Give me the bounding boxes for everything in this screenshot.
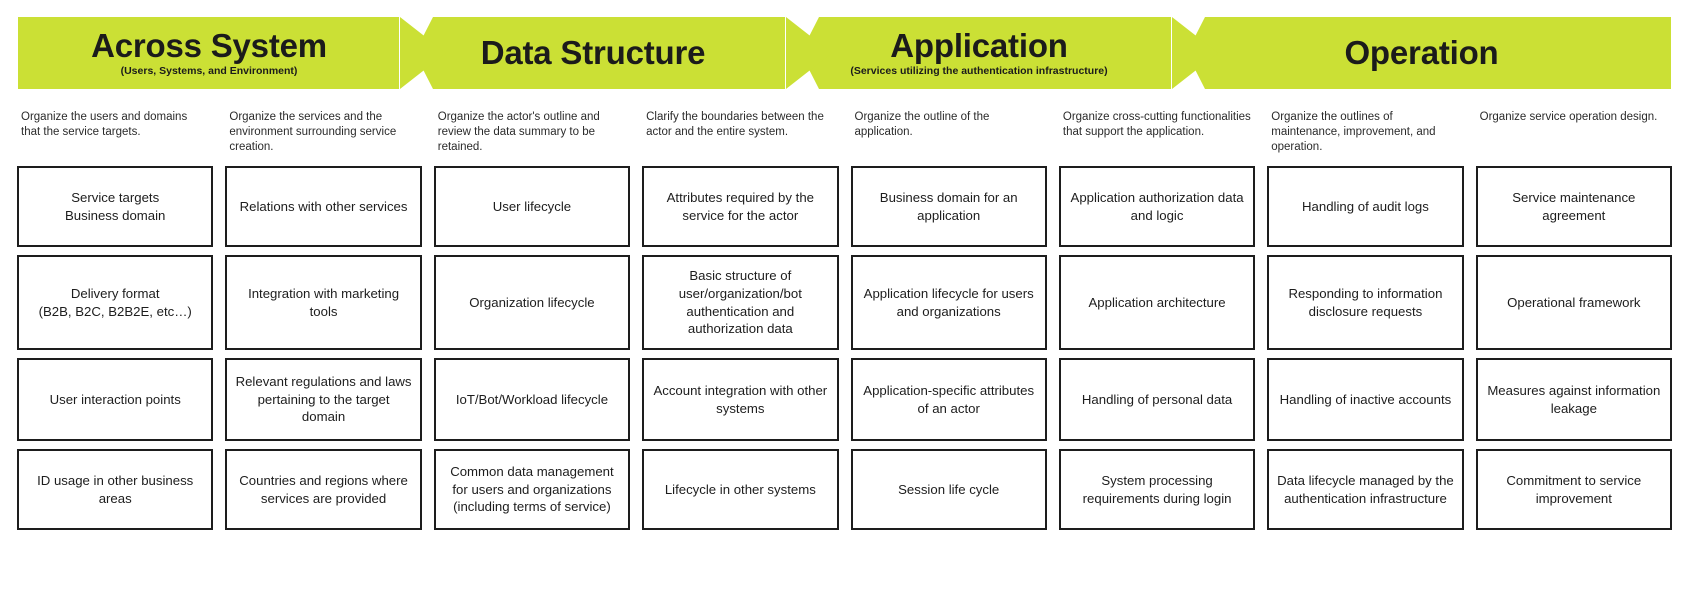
matrix-cell[interactable]: Account integration with other systems bbox=[642, 358, 839, 441]
matrix-cell[interactable]: System processing requirements during lo… bbox=[1058, 449, 1256, 530]
matrix-cell[interactable]: Session life cycle bbox=[850, 449, 1047, 530]
matrix-cell[interactable]: Lifecycle in other systems bbox=[642, 449, 839, 530]
matrix-column-3: Organize the actor's outline and review … bbox=[433, 104, 631, 574]
column-description: Clarify the boundaries between the actor… bbox=[646, 111, 824, 139]
phase-banner-application[interactable]: Application (Services utilizing the auth… bbox=[785, 17, 1218, 89]
cell-text: Commitment to service improvement bbox=[1506, 472, 1642, 506]
cell-text: Service maintenance agreement bbox=[1512, 189, 1636, 223]
column-description: Organize the outline of the application. bbox=[854, 111, 990, 139]
cell-text: Session life cycle bbox=[898, 481, 1000, 497]
matrix-cell[interactable]: ID usage in other business areas bbox=[17, 449, 214, 530]
cell-text: Handling of personal data bbox=[1081, 391, 1233, 407]
phase-subtitle: (Services utilizing the authentication i… bbox=[850, 65, 1108, 78]
cell-text: Relations with other services bbox=[239, 198, 408, 214]
matrix-cell[interactable]: Handling of inactive accounts bbox=[1267, 358, 1464, 441]
cell-text: Integration with marketing tools bbox=[248, 285, 400, 319]
matrix-column-1: Organize the users and domains that the … bbox=[17, 104, 214, 574]
cell-text: Application architecture bbox=[1088, 294, 1226, 310]
matrix-cell[interactable]: Commitment to service improvement bbox=[1475, 449, 1672, 530]
cell-text: Application authorization data and logic bbox=[1070, 189, 1244, 223]
matrix-cell[interactable]: Handling of audit logs bbox=[1267, 166, 1464, 247]
cell-text: Data lifecycle managed by the authentica… bbox=[1277, 472, 1454, 506]
cell-text: User interaction points bbox=[49, 391, 181, 407]
phase-title: Data Structure bbox=[480, 33, 706, 71]
matrix-column-4: Clarify the boundaries between the actor… bbox=[642, 104, 839, 574]
cell-text: Handling of audit logs bbox=[1302, 198, 1429, 214]
matrix-cell[interactable]: Countries and regions where services are… bbox=[225, 449, 422, 530]
matrix-column-7: Organize the outlines of maintenance, im… bbox=[1267, 104, 1464, 574]
matrix-cell[interactable]: Application authorization data and logic bbox=[1058, 166, 1256, 247]
column-description: Organize the users and domains that the … bbox=[21, 111, 188, 139]
matrix-cell[interactable]: Responding to information disclosure req… bbox=[1267, 255, 1464, 350]
phase-banner-data-structure[interactable]: Data Structure bbox=[399, 17, 832, 89]
matrix-cell[interactable]: Handling of personal data bbox=[1058, 358, 1256, 441]
matrix-cell[interactable]: Business domain for an application bbox=[850, 166, 1047, 247]
matrix-grid: Organize the users and domains that the … bbox=[17, 104, 1672, 574]
cell-text: Countries and regions where services are… bbox=[239, 472, 408, 506]
cell-text: Organization lifecycle bbox=[469, 294, 595, 310]
cell-text: Delivery format (B2B, B2C, B2B2E, etc…) bbox=[38, 285, 192, 319]
matrix-cell[interactable]: User lifecycle bbox=[433, 166, 631, 247]
matrix-column-5: Organize the outline of the application.… bbox=[850, 104, 1047, 574]
cell-text: Operational framework bbox=[1507, 294, 1641, 310]
cell-text: Attributes required by the service for t… bbox=[666, 189, 814, 223]
cell-text: ID usage in other business areas bbox=[37, 472, 194, 506]
phase-title: Application bbox=[890, 26, 1068, 64]
matrix-cell[interactable]: Organization lifecycle bbox=[433, 255, 631, 350]
matrix-cell[interactable]: Service targets Business domain bbox=[17, 166, 214, 247]
matrix-cell[interactable]: Relevant regulations and laws pertaining… bbox=[225, 358, 422, 441]
matrix-cell[interactable]: Operational framework bbox=[1475, 255, 1672, 350]
matrix-cell[interactable]: Delivery format (B2B, B2C, B2B2E, etc…) bbox=[17, 255, 214, 350]
column-description: Organize the outlines of maintenance, im… bbox=[1271, 111, 1436, 154]
cell-text: System processing requirements during lo… bbox=[1082, 472, 1232, 506]
matrix-cell[interactable]: Application-specific attributes of an ac… bbox=[850, 358, 1047, 441]
matrix-cell[interactable]: Basic structure of user/organization/bot… bbox=[642, 255, 839, 350]
matrix-cell[interactable]: Integration with marketing tools bbox=[225, 255, 422, 350]
matrix-cell[interactable]: Application lifecycle for users and orga… bbox=[850, 255, 1047, 350]
cell-text: Basic structure of user/organization/bot… bbox=[678, 267, 802, 337]
cell-text: Account integration with other systems bbox=[653, 382, 828, 416]
phase-banner-operation[interactable]: Operation bbox=[1171, 17, 1671, 89]
matrix-column-8: Organize service operation design. Servi… bbox=[1475, 104, 1672, 574]
phase-title: Across System bbox=[91, 26, 327, 64]
matrix-cell[interactable]: IoT/Bot/Workload lifecycle bbox=[433, 358, 631, 441]
cell-text: Service targets Business domain bbox=[64, 189, 166, 223]
matrix-cell[interactable]: Data lifecycle managed by the authentica… bbox=[1267, 449, 1464, 530]
matrix-column-6: Organize cross-cutting functionalities t… bbox=[1058, 104, 1256, 574]
phase-banner-across-system[interactable]: Across System (Users, Systems, and Envir… bbox=[18, 17, 446, 89]
column-description: Organize the actor's outline and review … bbox=[437, 111, 600, 154]
cell-text: Application lifecycle for users and orga… bbox=[863, 285, 1034, 319]
column-description: Organize the services and the environmen… bbox=[229, 111, 397, 154]
phase-banner-row: Across System (Users, Systems, and Envir… bbox=[18, 17, 1671, 89]
phase-title: Operation bbox=[1344, 33, 1499, 71]
cell-text: IoT/Bot/Workload lifecycle bbox=[455, 391, 609, 407]
cell-text: Lifecycle in other systems bbox=[664, 481, 816, 497]
cell-text: Responding to information disclosure req… bbox=[1288, 285, 1443, 319]
cell-text: User lifecycle bbox=[492, 198, 572, 214]
matrix-cell[interactable]: Relations with other services bbox=[225, 166, 422, 247]
matrix-cell[interactable]: Common data management for users and org… bbox=[433, 449, 631, 530]
cell-text: Application-specific attributes of an ac… bbox=[863, 382, 1035, 416]
cell-text: Common data management for users and org… bbox=[450, 463, 614, 515]
cell-text: Measures against information leakage bbox=[1487, 382, 1661, 416]
matrix-cell[interactable]: Attributes required by the service for t… bbox=[642, 166, 839, 247]
column-description: Organize service operation design. bbox=[1479, 111, 1658, 123]
phase-subtitle: (Users, Systems, and Environment) bbox=[120, 65, 298, 78]
cell-text: Relevant regulations and laws pertaining… bbox=[235, 373, 412, 425]
matrix-cell[interactable]: User interaction points bbox=[17, 358, 214, 441]
matrix-cell[interactable]: Service maintenance agreement bbox=[1475, 166, 1672, 247]
matrix-cell[interactable]: Application architecture bbox=[1058, 255, 1256, 350]
cell-text: Business domain for an application bbox=[879, 189, 1018, 223]
cell-text: Handling of inactive accounts bbox=[1279, 391, 1452, 407]
column-description: Organize cross-cutting functionalities t… bbox=[1062, 111, 1251, 139]
matrix-column-2: Organize the services and the environmen… bbox=[225, 104, 422, 574]
matrix-cell[interactable]: Measures against information leakage bbox=[1475, 358, 1672, 441]
